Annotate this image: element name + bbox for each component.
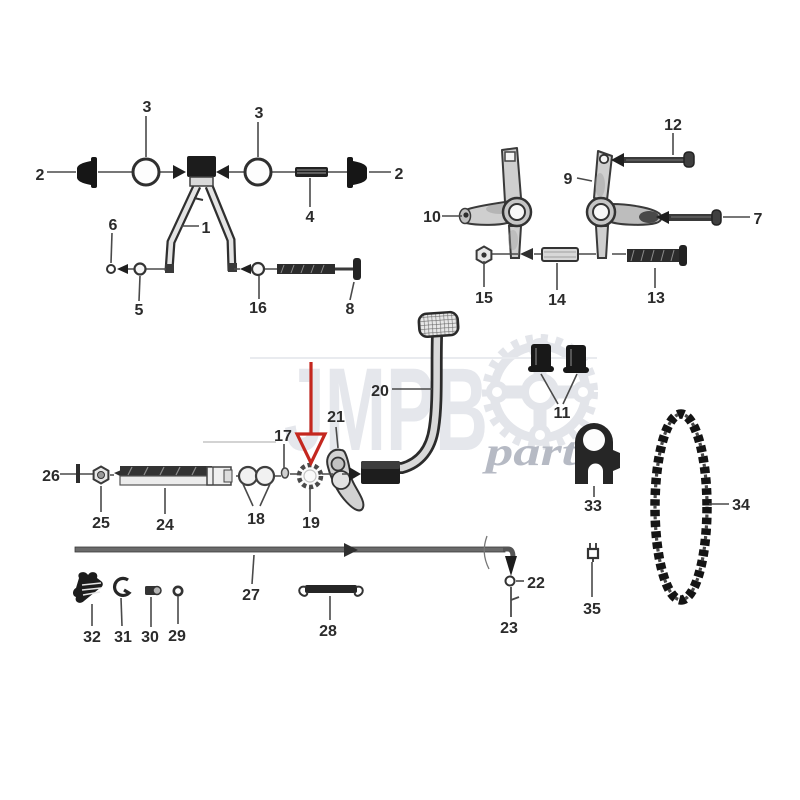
part-3-washer-right: [243, 157, 273, 187]
part-label-13: 13: [647, 290, 665, 307]
assembly-kickstarter: [326, 310, 589, 512]
part-21-cam-lever: [326, 448, 365, 512]
part-19-star-washer: [296, 462, 324, 490]
part-label-11: 11: [554, 405, 571, 422]
part-15-nut: [475, 245, 493, 265]
part-18-washers: [237, 465, 276, 487]
part-label-12: 12: [664, 117, 682, 134]
assembly-brake-rod: [73, 535, 524, 627]
part-label-3-right: 3: [255, 105, 264, 122]
part-label-6: 6: [109, 217, 118, 234]
part-26-pin: [76, 464, 80, 483]
part-label-29: 29: [168, 628, 186, 645]
part-22-ring: [504, 575, 516, 587]
part-12-bolt: [611, 151, 695, 168]
part-5-washer: [133, 262, 147, 276]
part-label-9: 9: [564, 171, 573, 188]
part-34-chain: [650, 409, 712, 605]
part-27-rod: [74, 535, 517, 576]
part-label-17: 17: [274, 428, 292, 445]
part-11-rubber-caps: [528, 344, 589, 373]
assembly-chain: [575, 409, 729, 605]
part-23-rod-end: [510, 587, 520, 617]
part-label-5: 5: [135, 302, 144, 319]
part-28-spring: [298, 585, 364, 597]
part-label-7: 7: [754, 211, 763, 228]
part-labels: 1 2 2 3 3 4 5 6 7 8 9 10 11 12 13 14 15 …: [36, 99, 763, 646]
highlight-arrow-head: [294, 432, 328, 467]
assembly-pedal-axle: [60, 444, 349, 514]
part-3-washer-left: [131, 157, 161, 187]
part-label-20: 20: [371, 383, 389, 400]
part-label-25: 25: [92, 515, 110, 532]
part-label-23: 23: [500, 620, 518, 637]
part-7-bolt: [656, 209, 722, 226]
part-label-35: 35: [583, 601, 601, 618]
part-4-pin: [295, 167, 328, 177]
part-label-27: 27: [242, 587, 260, 604]
part-label-16: 16: [249, 300, 267, 317]
part-29-ring: [172, 585, 184, 597]
part-label-26: 26: [42, 468, 60, 485]
part-30-clip: [145, 585, 162, 596]
part-label-18: 18: [247, 511, 265, 528]
part-35-chain-link: [586, 543, 600, 562]
part-14-spacer: [541, 247, 579, 262]
arrow-marker: [173, 165, 186, 179]
part-label-2-left: 2: [36, 167, 45, 184]
part-1-pedal-crank: [164, 156, 237, 273]
part-label-24: 24: [156, 517, 174, 534]
part-25-nut: [92, 465, 110, 485]
part-label-21: 21: [327, 409, 345, 426]
arrow-marker: [117, 264, 128, 274]
part-label-22: 22: [527, 575, 545, 592]
part-label-34: 34: [732, 497, 750, 514]
assembly-crank-arms: [442, 133, 750, 290]
part-label-3-left: 3: [143, 99, 152, 116]
part-label-33: 33: [584, 498, 602, 515]
part-label-15: 15: [475, 290, 493, 307]
part-label-30: 30: [141, 629, 159, 646]
part-label-31: 31: [114, 629, 132, 646]
part-9-crank-arm-right: [585, 150, 663, 259]
highlight-arrow-icon: [294, 362, 328, 467]
assembly-pedal-crank: [47, 116, 391, 302]
part-label-10: 10: [423, 209, 441, 226]
part-8-bolt: [277, 258, 361, 280]
part-10-crank-arm-left: [458, 147, 533, 259]
part-label-1: 1: [202, 220, 211, 237]
part-31-c-clip: [112, 576, 132, 597]
part-24-pedal-shaft: [114, 466, 233, 486]
part-20-kickstart-pedal: [361, 310, 460, 484]
part-label-19: 19: [302, 515, 320, 532]
part-32-clamp: [73, 572, 103, 603]
part-label-32: 32: [83, 629, 101, 646]
part-6-nut: [106, 264, 116, 274]
part-2-pedal-rubber-left: [77, 157, 97, 188]
part-16-washer: [250, 261, 266, 277]
watermark-brand-text: JMPB: [284, 344, 488, 476]
part-33-clamp: [575, 423, 620, 484]
arrow-marker: [240, 264, 251, 274]
part-label-8: 8: [346, 301, 355, 318]
arrow-marker: [520, 248, 533, 260]
part-17-washer: [280, 467, 290, 479]
part-label-2-right: 2: [395, 166, 404, 183]
arrow-marker: [216, 165, 229, 179]
part-13-bolt: [627, 245, 687, 266]
part-label-4: 4: [306, 209, 315, 226]
part-label-28: 28: [319, 623, 337, 640]
arrow-marker: [349, 467, 361, 481]
part-label-14: 14: [548, 292, 566, 309]
part-2-pedal-rubber-right: [347, 157, 367, 188]
